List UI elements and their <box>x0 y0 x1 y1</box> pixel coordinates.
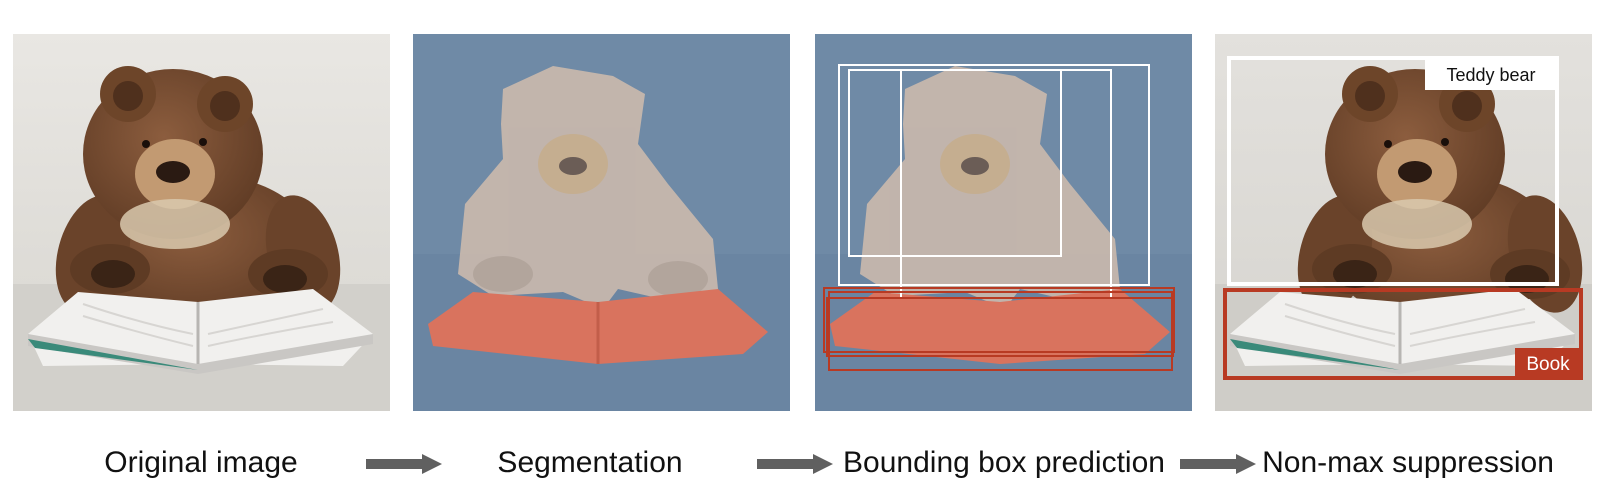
teddy-candidate-box <box>838 64 1150 286</box>
arrow-right-icon <box>1180 454 1256 474</box>
book-candidate-box <box>826 297 1174 357</box>
nms-image: Teddy bear Book <box>1215 34 1592 411</box>
stage-label-original: Original image <box>104 446 298 479</box>
teddy-bear-label: Teddy bear <box>1446 65 1535 85</box>
bounding-box-image <box>815 34 1192 411</box>
bounding-box-panel <box>815 34 1192 411</box>
book-label: Book <box>1526 354 1570 375</box>
segmentation-panel <box>413 34 790 411</box>
stage-label-bounding-box: Bounding box prediction <box>843 446 1165 479</box>
stage-label-segmentation: Segmentation <box>497 446 683 479</box>
segmentation-image <box>413 34 790 411</box>
teddy-bear-box <box>1227 56 1559 286</box>
nms-panel: Teddy bear Book <box>1215 34 1592 411</box>
teddy-bear-mask <box>458 66 718 309</box>
arrow-right-icon <box>757 454 833 474</box>
stage-label-nms: Non-max suppression <box>1262 446 1554 479</box>
arrow-right-icon <box>366 454 442 474</box>
book-box <box>1223 288 1583 380</box>
original-image <box>13 34 390 411</box>
book-mask <box>428 289 768 364</box>
original-image-panel <box>13 34 390 411</box>
